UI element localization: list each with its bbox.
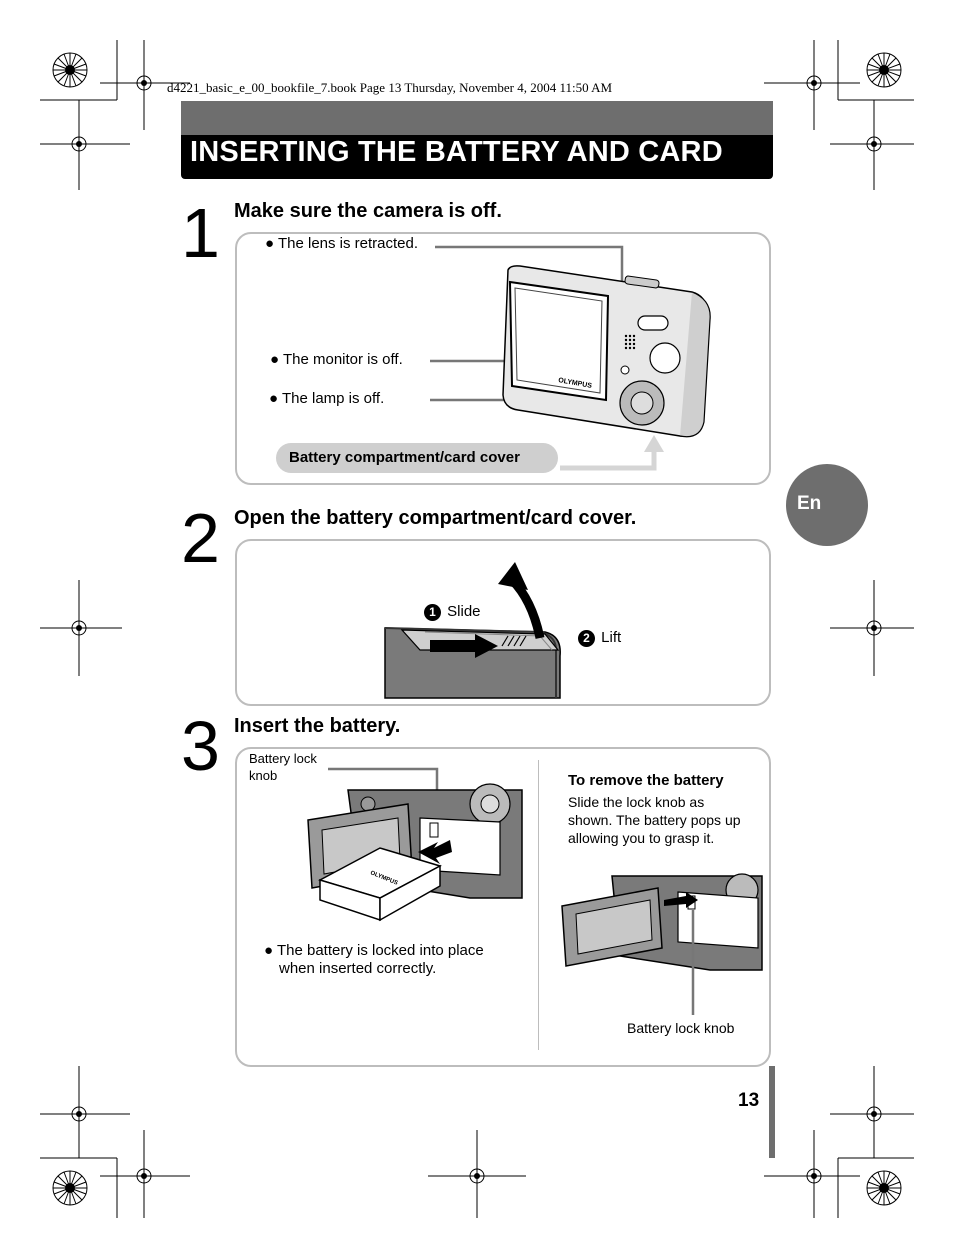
remove-line-1: Slide the lock knob as bbox=[568, 794, 705, 810]
step-2-number: 2 bbox=[181, 499, 220, 577]
bullet-glyph: ● bbox=[264, 942, 274, 959]
title-band bbox=[181, 135, 773, 179]
title-band-top bbox=[181, 101, 773, 135]
lock-label-line-1: Battery lock bbox=[249, 751, 317, 766]
step-2-marker-2: 2 bbox=[578, 630, 595, 647]
language-tab bbox=[786, 464, 868, 546]
step-3-bullet-line-2: when inserted correctly. bbox=[279, 960, 437, 977]
camera-back-illustration: OLYMPUS bbox=[430, 245, 711, 471]
step-3-box bbox=[235, 747, 771, 1067]
step-3-bullet-line-1: The battery is locked into place bbox=[276, 942, 484, 959]
page-number: 13 bbox=[738, 1090, 760, 1111]
step-2-box bbox=[235, 539, 771, 706]
battery-cover-callout bbox=[276, 443, 558, 473]
step-1-bullet-lens: ● The lens is retracted. bbox=[265, 235, 418, 252]
step-3-lock-label: Battery lock knob bbox=[249, 750, 317, 784]
print-header-line: d4221_basic_e_00_bookfile_7.book Page 13… bbox=[167, 80, 613, 95]
step-2-slide-text: Slide bbox=[447, 603, 481, 620]
remove-line-3: allowing you to grasp it. bbox=[568, 830, 715, 846]
step-1-number: 1 bbox=[181, 194, 220, 272]
step-1-bullet-monitor: ● The monitor is off. bbox=[270, 351, 403, 368]
insert-battery-illustration: OLYMPUS bbox=[307, 767, 523, 922]
step-3-divider bbox=[538, 760, 539, 1050]
remove-battery-illustration bbox=[561, 873, 763, 1015]
battery-lock-knob-label: Battery lock knob bbox=[627, 1020, 735, 1036]
step-2-lift-text: Lift bbox=[601, 629, 622, 646]
bullet-glyph: ● bbox=[265, 235, 275, 252]
step-3-heading: Insert the battery. bbox=[234, 715, 401, 737]
page-title: INSERTING THE BATTERY AND CARD bbox=[190, 136, 723, 168]
bullet-text: The lamp is off. bbox=[281, 390, 385, 407]
step-2-slide-label: 1 Slide bbox=[424, 603, 481, 621]
step-2-marker-1: 1 bbox=[424, 604, 441, 621]
language-tab-label: En bbox=[797, 493, 822, 514]
bullet-glyph: ● bbox=[270, 351, 280, 368]
remove-battery-heading: To remove the battery bbox=[568, 772, 724, 789]
step-2-heading: Open the battery compartment/card cover. bbox=[234, 507, 637, 529]
page-number-bar bbox=[769, 1066, 775, 1158]
lock-label-line-2: knob bbox=[249, 768, 278, 783]
step-1-box bbox=[235, 232, 771, 485]
step-1-heading: Make sure the camera is off. bbox=[234, 200, 502, 222]
bullet-text: The lens is retracted. bbox=[277, 235, 419, 252]
remove-battery-text: Slide the lock knob as shown. The batter… bbox=[568, 793, 741, 847]
bullet-glyph: ● bbox=[269, 390, 279, 407]
step-1-bullet-lamp: ● The lamp is off. bbox=[269, 390, 384, 407]
remove-line-2: shown. The battery pops up bbox=[568, 812, 741, 828]
step-2-lift-label: 2 Lift bbox=[578, 629, 621, 647]
battery-cover-callout-label: Battery compartment/card cover bbox=[289, 449, 520, 466]
step-3-number: 3 bbox=[181, 707, 220, 785]
step-3-bullet: ● The battery is locked into place when … bbox=[264, 942, 484, 978]
open-cover-illustration bbox=[384, 562, 561, 699]
bullet-text: The monitor is off. bbox=[282, 351, 403, 368]
